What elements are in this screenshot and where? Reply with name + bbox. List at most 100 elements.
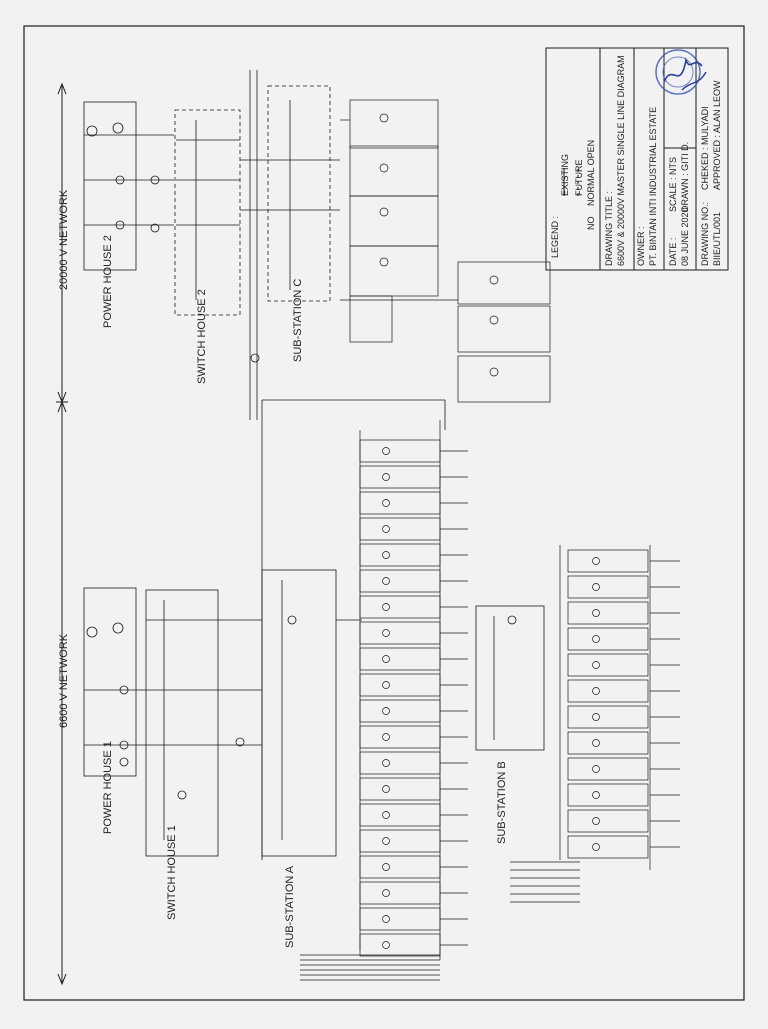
transformer-icon	[382, 811, 390, 819]
feeder-cell	[359, 829, 441, 853]
transformer-icon	[382, 707, 390, 715]
legend-future: FUTURE	[574, 159, 584, 197]
feeder-cell	[359, 465, 441, 489]
transformer-icon	[382, 499, 390, 507]
feeder-cell	[359, 751, 441, 775]
transformer-icon	[382, 577, 390, 585]
switch-house-1-label: SWITCH HOUSE 1	[166, 825, 178, 920]
transformer-icon	[382, 863, 390, 871]
sub-station-c-feeders	[340, 99, 551, 403]
sub-station-c-block	[240, 70, 340, 420]
power-house-1-label: POWER HOUSE 1	[102, 741, 114, 834]
transformer-icon	[382, 941, 390, 949]
feeder-cell	[567, 783, 649, 807]
feeder-cell	[567, 809, 649, 833]
switch-house-1-block	[145, 589, 262, 857]
transformer-icon	[382, 447, 390, 455]
transformer-icon	[592, 609, 600, 617]
stamp-seal-icon	[655, 49, 707, 95]
date-label: DATE :	[668, 237, 678, 266]
network-6600v-label: 6600 V NETWORK	[58, 633, 70, 728]
sub-station-b-block	[475, 605, 545, 751]
transformer-icon	[382, 629, 390, 637]
feeder-cell	[567, 835, 649, 859]
legend-title: LEGEND :	[550, 215, 560, 258]
drawing-no-label: DRAWING NO.:	[700, 201, 710, 266]
legend-normal-open: NORMAL OPEN	[586, 139, 596, 206]
feeder-cell	[567, 601, 649, 625]
feeder-cell	[359, 803, 441, 827]
sheet-border	[23, 25, 745, 1001]
legend-no: NO	[586, 216, 596, 231]
drawing-title: 6600V & 20000V MASTER SINGLE LINE DIAGRA…	[616, 55, 626, 266]
legend-existing: EXISTING	[560, 153, 570, 196]
network-20kv-label: 20000 V NETWORK	[58, 189, 70, 290]
network-6600v-arrow	[57, 400, 67, 986]
transformer-icon	[592, 557, 600, 565]
feeder-cell	[567, 679, 649, 703]
transformer-icon	[592, 791, 600, 799]
sub-station-c-label: SUB-STATION C	[292, 278, 304, 362]
sub-station-b-feeders	[510, 545, 680, 903]
owner-label: OWNER :	[636, 226, 646, 267]
power-house-2-label: POWER HOUSE 2	[102, 235, 114, 328]
transformer-icon	[592, 713, 600, 721]
feeder-cell	[359, 699, 441, 723]
transformer-icon	[592, 817, 600, 825]
legend-samples	[563, 168, 579, 196]
feeder-cell	[359, 543, 441, 567]
transformer-icon	[592, 765, 600, 773]
feeder-cell	[359, 491, 441, 515]
feeder-cell	[359, 855, 441, 879]
transformer-icon	[382, 603, 390, 611]
approved-by: APPROVED : ALAN LEOW	[712, 80, 722, 190]
feeder-cell	[567, 627, 649, 651]
switch-house-2-label: SWITCH HOUSE 2	[196, 289, 208, 384]
feeder-cell	[359, 673, 441, 697]
feeder-cell	[359, 569, 441, 593]
transformer-icon	[382, 525, 390, 533]
feeder-cell	[567, 705, 649, 729]
feeder-cell	[359, 907, 441, 931]
feeder-cell	[567, 575, 649, 599]
sub-station-a-block	[261, 569, 362, 857]
sub-station-a-feeders	[300, 420, 468, 981]
feeder-cell	[567, 549, 649, 573]
transformer-icon	[592, 687, 600, 695]
transformer-icon	[592, 661, 600, 669]
sub-station-b-label: SUB-STATION B	[496, 761, 508, 844]
transformer-icon	[592, 739, 600, 747]
transformer-icon	[382, 837, 390, 845]
switch-house-2-block	[150, 109, 241, 316]
feeder-cell	[359, 933, 441, 957]
date-value: 08 JUNE 2020	[680, 207, 690, 266]
transformer-icon	[592, 843, 600, 851]
power-house-2-block	[83, 101, 174, 271]
transformer-icon	[382, 655, 390, 663]
scale-label: SCALE : NTS	[668, 156, 678, 212]
transformer-icon	[382, 759, 390, 767]
feeder-cell	[359, 777, 441, 801]
transformer-icon	[382, 681, 390, 689]
feeder-cell	[359, 595, 441, 619]
owner-name: PT. BINTAN INTI INDUSTRIAL ESTATE	[648, 106, 658, 266]
feeder-cell	[567, 757, 649, 781]
transformer-icon	[382, 733, 390, 741]
feeder-cell	[567, 731, 649, 755]
tie-line	[261, 399, 446, 860]
transformer-icon	[592, 583, 600, 591]
transformer-icon	[592, 635, 600, 643]
feeder-cell	[567, 653, 649, 677]
feeder-cell	[359, 439, 441, 463]
transformer-icon	[382, 551, 390, 559]
transformer-icon	[382, 785, 390, 793]
transformer-icon	[382, 915, 390, 923]
drawing-title-label: DRAWING TITLE :	[604, 190, 614, 266]
feeder-cell	[359, 517, 441, 541]
sub-station-a-label: SUB-STATION A	[284, 865, 296, 948]
power-house-1-block	[83, 587, 146, 777]
feeder-cell	[359, 881, 441, 905]
transformer-icon	[382, 889, 390, 897]
